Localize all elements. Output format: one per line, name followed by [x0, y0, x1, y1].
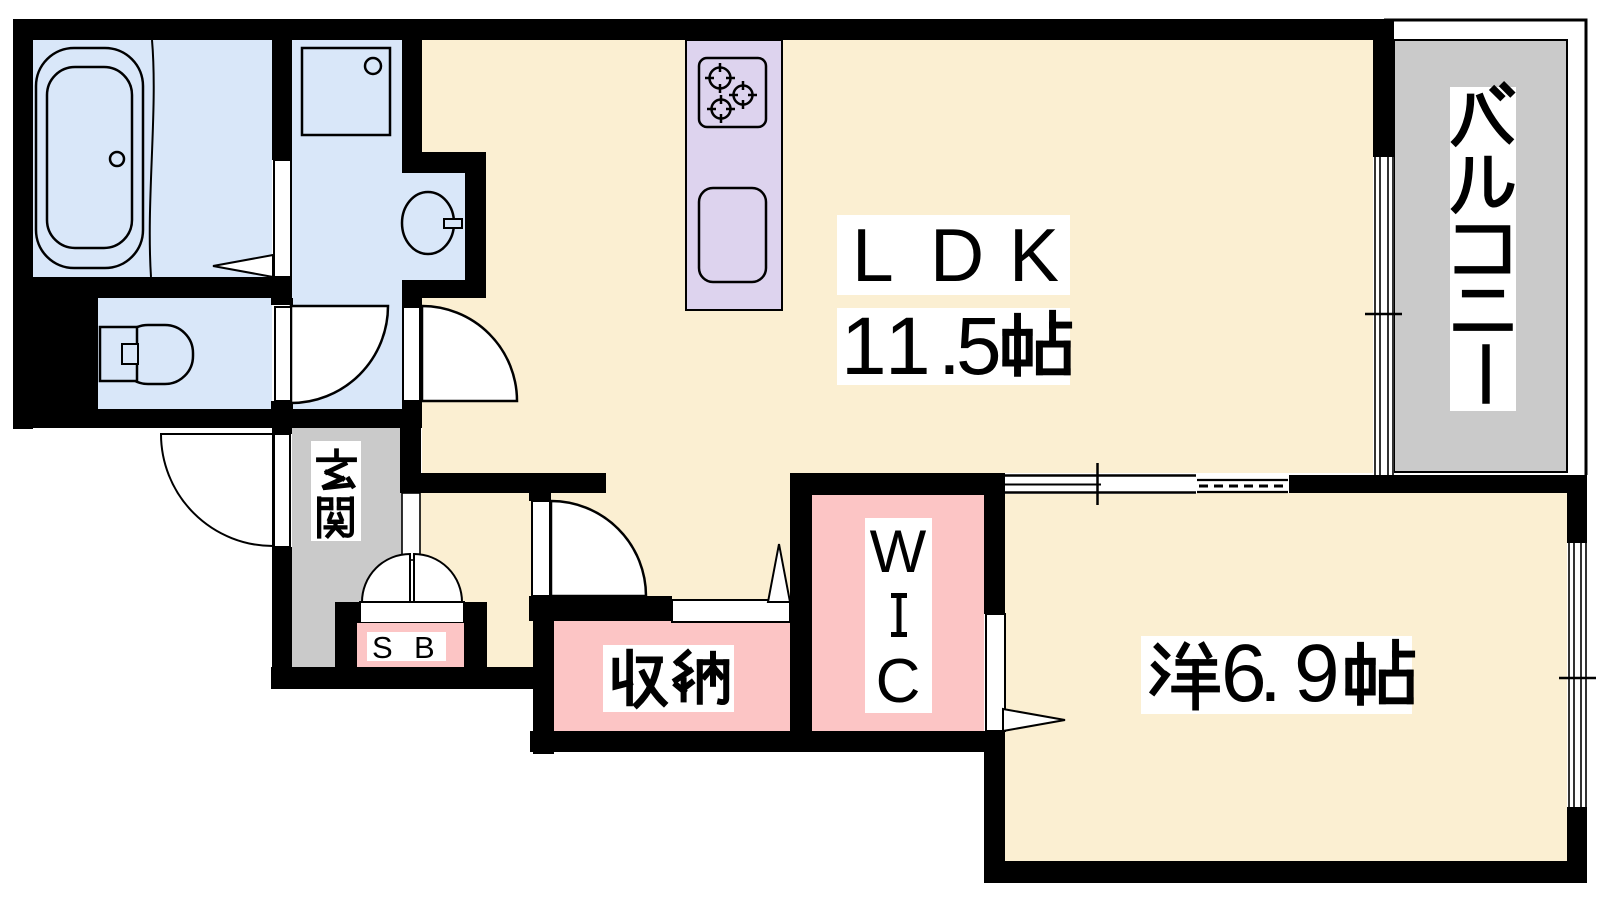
svg-text:D: D — [930, 213, 984, 297]
svg-text:S: S — [372, 630, 393, 665]
svg-text:W: W — [870, 518, 927, 585]
svg-text:K: K — [1009, 213, 1059, 297]
svg-text:5: 5 — [956, 301, 1002, 392]
svg-text:L: L — [852, 213, 894, 297]
svg-text:9: 9 — [1294, 628, 1340, 719]
svg-text:.: . — [1259, 628, 1282, 719]
svg-text:C: C — [876, 647, 921, 716]
svg-text:B: B — [414, 630, 435, 665]
svg-text:.: . — [938, 301, 961, 392]
svg-text:1: 1 — [841, 301, 887, 392]
svg-text:1: 1 — [885, 301, 931, 392]
svg-text:6: 6 — [1221, 628, 1267, 719]
